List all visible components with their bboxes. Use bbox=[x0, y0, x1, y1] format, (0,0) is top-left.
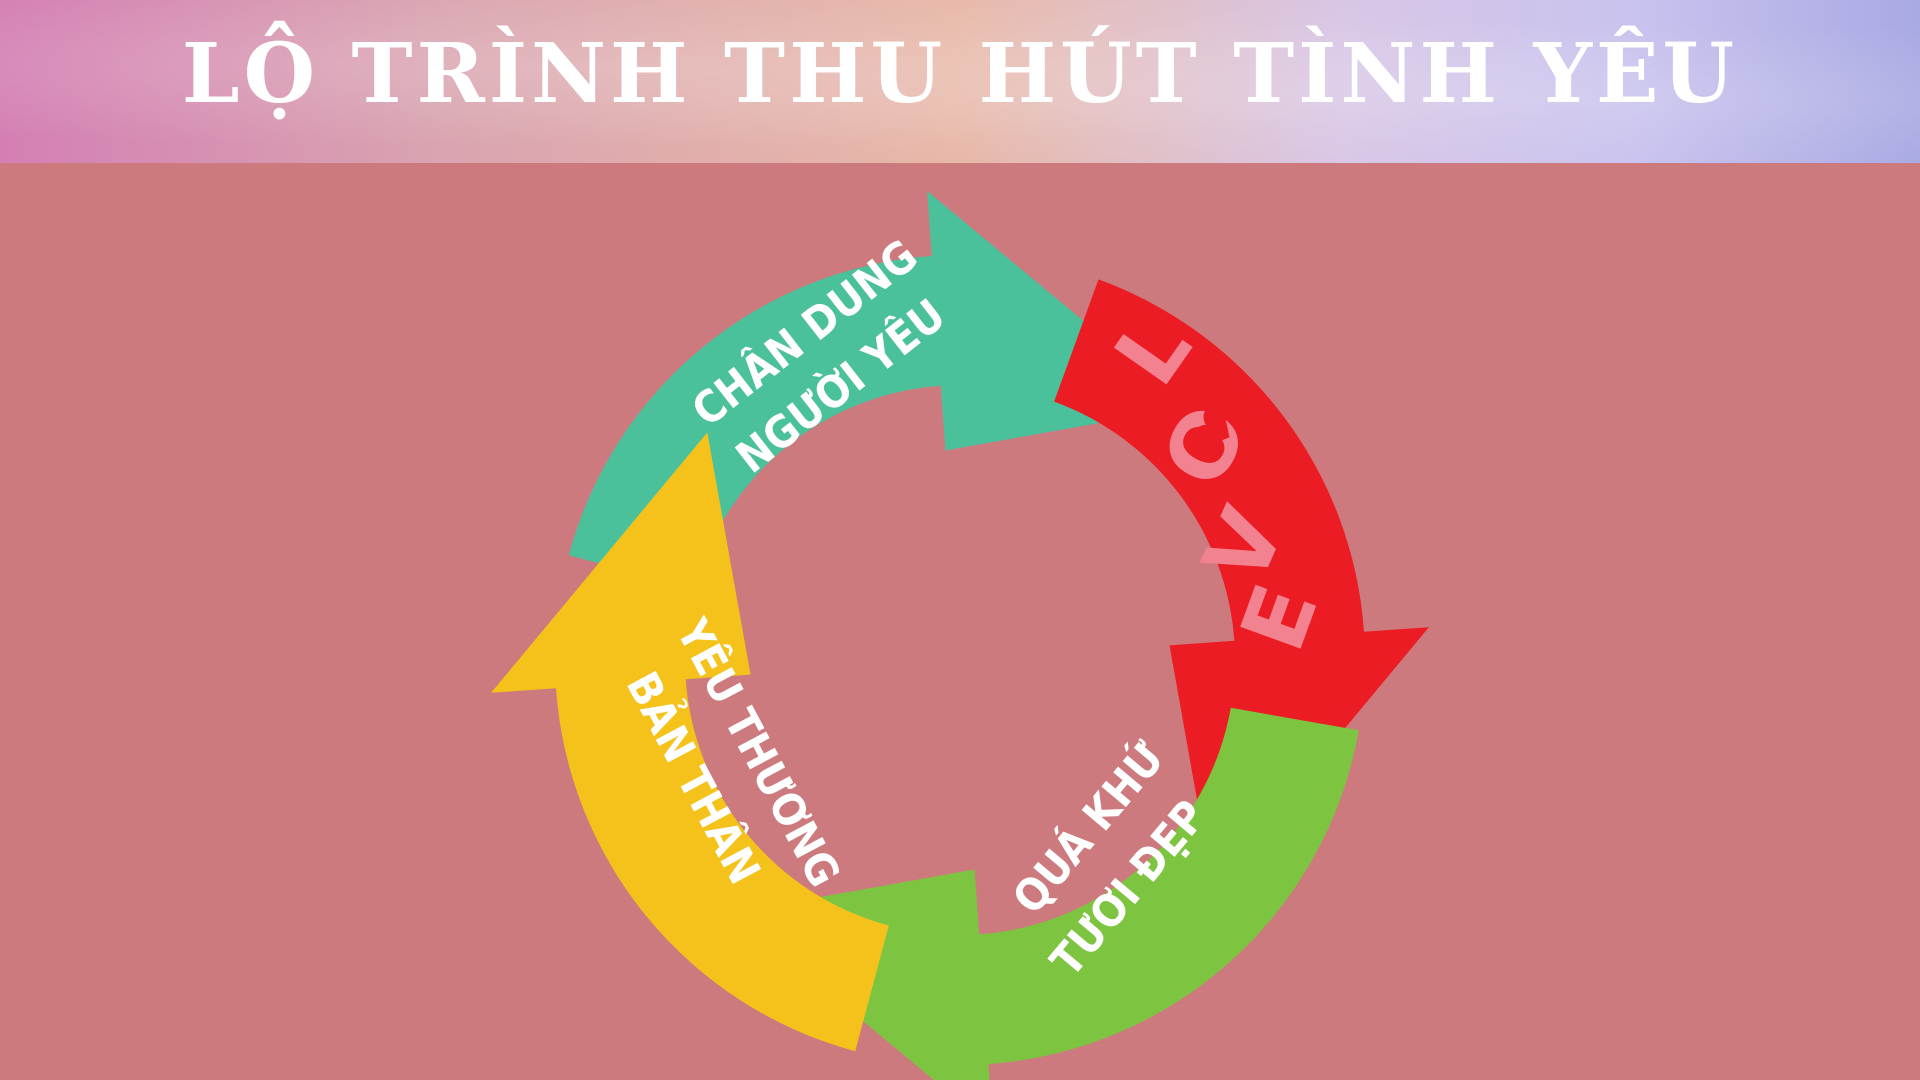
heart-icon bbox=[1193, 406, 1230, 446]
page-title: LỘ TRÌNH THU HÚT TÌNH YÊU bbox=[181, 26, 1739, 122]
green-arrow bbox=[732, 707, 1359, 1080]
teal-arrow bbox=[568, 191, 1188, 589]
header-banner bbox=[0, 0, 1920, 163]
yellow-arrow bbox=[491, 432, 889, 1052]
